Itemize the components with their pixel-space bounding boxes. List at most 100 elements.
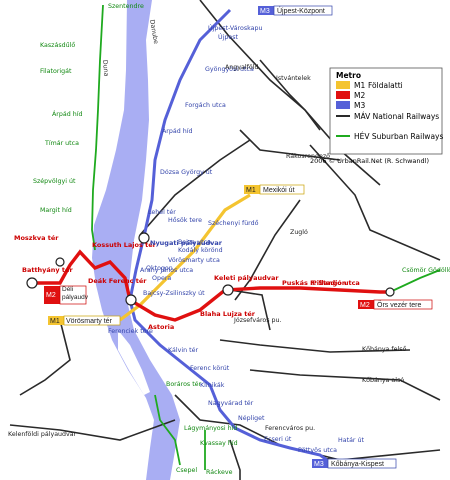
terminus-m2-east[interactable]: M2 Örs vezér tere — [358, 299, 433, 310]
station-label-hev-1[interactable]: Kaszásdűlő — [40, 40, 75, 49]
station-label-m3-13[interactable]: Nagyvárad tér — [208, 399, 254, 407]
station-label-hev-7[interactable]: Csömör Gödöllő — [402, 265, 450, 274]
station-label-m3-15[interactable]: Ecseri út — [264, 435, 292, 443]
svg-text:Újpest-Központ: Újpest-Központ — [277, 6, 325, 15]
rail-line-keleti-east — [229, 289, 271, 331]
station-label-m1-4[interactable]: Vörösmarty utca — [168, 257, 220, 264]
station-label-m1-3[interactable]: Kodály körönd — [178, 246, 223, 254]
station-label-hev-5[interactable]: Szépvölgyi út — [33, 177, 76, 185]
station-label-m3-2[interactable]: Gyöngyösi utca — [205, 66, 254, 73]
station-label-hev-6[interactable]: Margit híd — [40, 206, 72, 214]
station-marker-deli[interactable] — [26, 277, 38, 289]
station-label-m3-6[interactable]: Lehel tér — [148, 208, 176, 216]
station-marker-orsvezer[interactable] — [385, 287, 395, 297]
station-label-hev-4[interactable]: Tímár utca — [44, 139, 79, 147]
rail-line-kobanya — [219, 339, 411, 353]
station-label-hev-3[interactable]: Árpád híd — [52, 109, 83, 118]
rail-line-kobanya-also — [249, 369, 441, 401]
station-label-rail-1[interactable]: Istvántelek — [276, 74, 311, 82]
station-label-m3-0[interactable]: Újpest-Városkapu — [208, 23, 263, 32]
station-label-m1-2[interactable]: Bajza utca — [178, 239, 211, 246]
station-label-rail-5[interactable]: Kőbánya felső — [362, 344, 407, 353]
legend: Metro M1 Földalatti M2 M3 MÁV National R… — [329, 67, 443, 155]
station-label-m3-11[interactable]: Ferenc körút — [190, 364, 230, 372]
svg-text:M1: M1 — [246, 187, 256, 194]
svg-text:M2: M2 — [46, 292, 56, 299]
station-label-rail-4[interactable]: Józsefváros pu. — [233, 316, 282, 324]
svg-text:Kőbánya-Kispest: Kőbánya-Kispest — [331, 461, 384, 468]
river-label-duna: Duna — [101, 60, 109, 77]
m1-line — [119, 193, 251, 322]
station-label-m2-2[interactable]: Kossuth Lajos tér — [92, 241, 157, 249]
station-label-m3-17[interactable]: Határ út — [338, 436, 365, 444]
m2-line — [30, 249, 390, 322]
station-label-hev-0[interactable]: Szentendre — [108, 3, 144, 10]
legend-label-hev: HÉV Suburban Railways — [354, 132, 443, 141]
station-label-rail-8[interactable]: Kelenföldi pályaudvar — [8, 430, 77, 438]
svg-text:M3: M3 — [260, 8, 270, 15]
station-label-m2-0[interactable]: Moszkva tér — [14, 234, 59, 242]
legend-swatch-hev — [336, 135, 350, 137]
station-label-m3-7[interactable]: Nyugati pályaudvar — [150, 239, 223, 247]
station-label-m2-8[interactable]: Pillangó utca — [312, 279, 360, 287]
station-label-hev-9[interactable]: Lágymányosi híd — [184, 424, 237, 432]
station-marker-moszkva[interactable] — [55, 257, 65, 267]
station-label-hev-8[interactable]: Boráros tér — [166, 380, 202, 388]
legend-label-m1: Földalatti — [368, 81, 403, 90]
station-label-m3-1[interactable]: Újpest — [218, 32, 239, 41]
station-label-rail-2[interactable]: Rákosrendező — [286, 151, 330, 160]
legend-code-m3: M3 — [354, 101, 365, 110]
rail-line-ferencvaros — [174, 394, 441, 461]
hev-line-szentendre — [91, 4, 104, 251]
terminus-m1-west[interactable]: M1 Vörösmarty tér — [48, 315, 121, 326]
station-label-hev-10[interactable]: Kvassay híd — [200, 439, 238, 447]
station-label-m1-5[interactable]: Oktogon — [146, 265, 173, 272]
credit-text: 2006 © UrbanRail.Net (R. Schwandl) — [310, 157, 429, 165]
station-label-rail-7[interactable]: Ferencváros pu. — [265, 424, 315, 432]
station-label-m1-6[interactable]: Opera — [152, 275, 171, 282]
station-label-hev-2[interactable]: Filatorigát — [40, 67, 72, 75]
station-label-m3-12[interactable]: Klinikák — [200, 381, 225, 389]
station-label-m3-14[interactable]: Népliget — [238, 414, 265, 422]
station-label-m1-0[interactable]: Széchenyi fürdő — [208, 218, 259, 227]
station-marker-nyugati[interactable] — [138, 232, 150, 244]
station-marker-deak[interactable] — [125, 294, 137, 306]
station-label-rail-3[interactable]: Zugló — [290, 228, 308, 236]
station-label-rail-0[interactable]: Angyalföld — [225, 64, 258, 71]
terminus-m1-east[interactable]: M1 Mexikói út — [244, 184, 305, 195]
station-label-m2-5[interactable]: Blaha Lujza tér — [200, 310, 256, 318]
station-label-m2-6[interactable]: Keleti pályaudvar — [214, 274, 279, 282]
rail-line-north — [199, 0, 321, 131]
station-label-m3-9[interactable]: Ferenciek tere — [108, 328, 153, 335]
rail-line-buda-north — [19, 319, 71, 396]
svg-text:Mexikói út: Mexikói út — [263, 187, 295, 194]
station-label-rail-6[interactable]: Kőbánya alsó — [362, 375, 404, 384]
station-marker-keleti[interactable] — [222, 284, 234, 296]
station-label-m3-10[interactable]: Kálvin tér — [168, 346, 198, 354]
station-label-m2-1[interactable]: Batthyány tér — [22, 266, 73, 274]
legend-code-m1: M1 — [354, 81, 365, 90]
station-label-m2-3[interactable]: Deák Ferenc tér — [88, 277, 147, 285]
terminus-m2-west[interactable]: M2 Déli pályaudvar — [44, 285, 88, 305]
station-label-m3-4[interactable]: Árpád híd — [162, 126, 193, 135]
station-label-m3-3[interactable]: Forgách utca — [185, 101, 226, 109]
station-label-m1-1[interactable]: Hősök tere — [168, 215, 202, 224]
terminus-m3-south[interactable]: M3 Kőbánya-Kispest — [312, 458, 397, 469]
station-label-m3-5[interactable]: Dózsa György út — [160, 168, 213, 176]
legend-code-m2: M2 — [354, 91, 365, 100]
hev-lines — [91, 4, 441, 470]
station-label-hev-12[interactable]: Ráckeve — [206, 468, 233, 476]
station-label-m3-16[interactable]: Pöttyös utca — [298, 447, 337, 454]
terminus-m3-north[interactable]: M3 Újpest-Központ — [258, 5, 333, 16]
svg-text:Örs vezér tere: Örs vezér tere — [377, 301, 421, 309]
svg-text:M3: M3 — [314, 461, 324, 468]
station-label-m3-8[interactable]: Arany János utca — [140, 266, 193, 274]
station-label-m2-4[interactable]: Astoria — [148, 323, 174, 331]
station-label-hev-11[interactable]: Csepel — [176, 467, 197, 474]
station-label-m2-7[interactable]: Puskás F. Stadion — [282, 279, 347, 287]
rail-line-east-north — [309, 144, 441, 261]
svg-text:Vörösmarty tér: Vörösmarty tér — [66, 318, 113, 325]
station-label-m1-7[interactable]: Bajcsy-Zsilinszky út — [143, 289, 205, 297]
